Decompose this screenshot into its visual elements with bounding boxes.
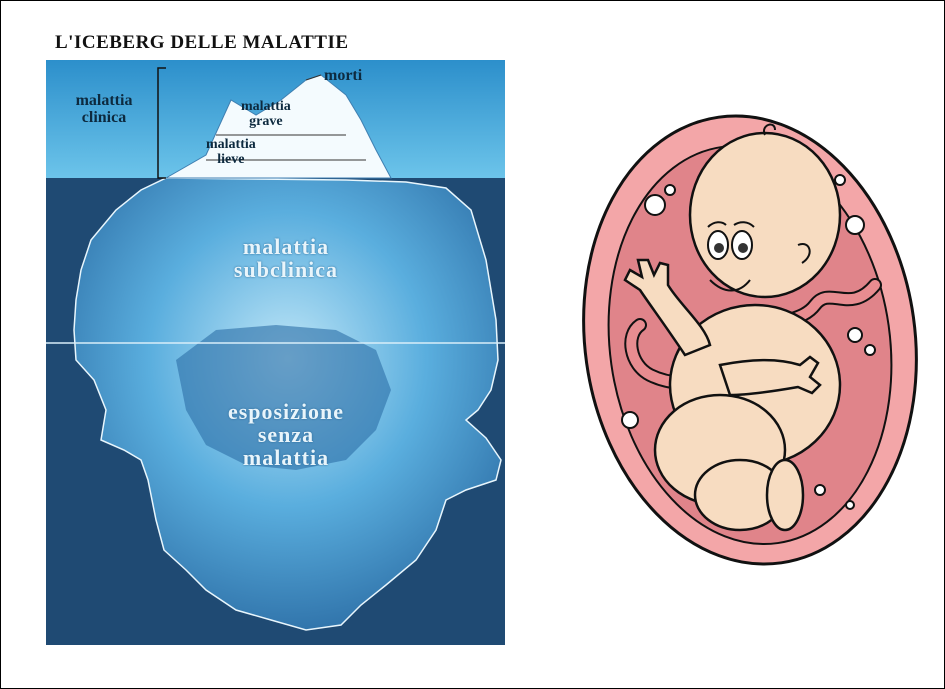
bubble: [665, 185, 675, 195]
label-morti: morti: [324, 68, 362, 85]
iceberg-title: L'ICEBERG DELLE MALATTIE: [55, 32, 475, 54]
label-subclinica: malattiasubclinica: [206, 235, 366, 281]
right-pupil: [738, 243, 748, 253]
iceberg-svg: [46, 60, 505, 645]
bubble: [815, 485, 825, 495]
iceberg-illustration: malattiaclinica morti malattiagrave mala…: [46, 60, 505, 645]
bubble: [846, 216, 864, 234]
fetus-illustration: [570, 95, 930, 585]
bracket-label-clinica: malattiaclinica: [54, 93, 154, 127]
fetus-svg: [570, 95, 930, 585]
bubble: [848, 328, 862, 342]
label-esposizione: esposizionesenzamalattia: [196, 400, 376, 469]
left-pupil: [714, 243, 724, 253]
bubble: [835, 175, 845, 185]
fetus-arm-folded: [720, 357, 820, 395]
bubble: [645, 195, 665, 215]
fetus-head: [690, 133, 840, 297]
label-grave: malattiagrave: [241, 100, 291, 129]
fetus-foot: [767, 460, 803, 530]
label-lieve: malattialieve: [206, 138, 256, 167]
bubble: [865, 345, 875, 355]
bubble: [622, 412, 638, 428]
bubble: [846, 501, 854, 509]
